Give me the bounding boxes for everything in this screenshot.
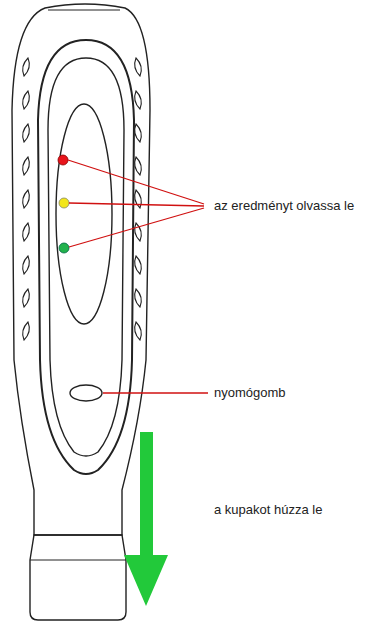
grip-ridge (23, 256, 30, 274)
grip-ridge (23, 322, 30, 340)
led-label: az eredményt olvassa le (214, 198, 354, 214)
pull-arrow (124, 432, 168, 606)
housing-outline (12, 4, 150, 535)
cap-seam (30, 560, 126, 561)
red-led (58, 155, 68, 165)
grip-ridge (135, 124, 142, 142)
panel-inner (48, 58, 124, 456)
grip-ridge (23, 124, 30, 142)
grip-ridge (23, 223, 30, 241)
front-panel (38, 40, 134, 474)
grip-ridge (135, 58, 142, 76)
leader-lines (68, 160, 208, 393)
grip-ridges (23, 58, 142, 340)
yellow-led (59, 198, 69, 208)
leader-line (68, 160, 204, 204)
button-label: nyomógomb (214, 385, 286, 401)
grip-ridge (135, 223, 142, 241)
leader-line (103, 392, 208, 393)
grip-ridge (135, 91, 142, 109)
leader-line (69, 208, 204, 247)
cap (30, 535, 126, 620)
grip-ridge (23, 91, 30, 109)
grip-ridge (135, 289, 142, 307)
leader-line (69, 203, 204, 206)
push-button (70, 385, 102, 401)
grip-ridge (23, 190, 30, 208)
grip-ridge (23, 58, 30, 76)
led-window (56, 104, 112, 324)
pen-body (12, 4, 150, 620)
grip-ridge (23, 157, 30, 175)
grip-ridge (135, 157, 142, 175)
top-rim (48, 10, 120, 11)
green-led (59, 243, 69, 253)
grip-ridge (135, 256, 142, 274)
cap-label: a kupakot húzza le (214, 502, 322, 518)
grip-ridge (23, 289, 30, 307)
grip-ridge (135, 190, 142, 208)
grip-ridge (135, 322, 142, 340)
